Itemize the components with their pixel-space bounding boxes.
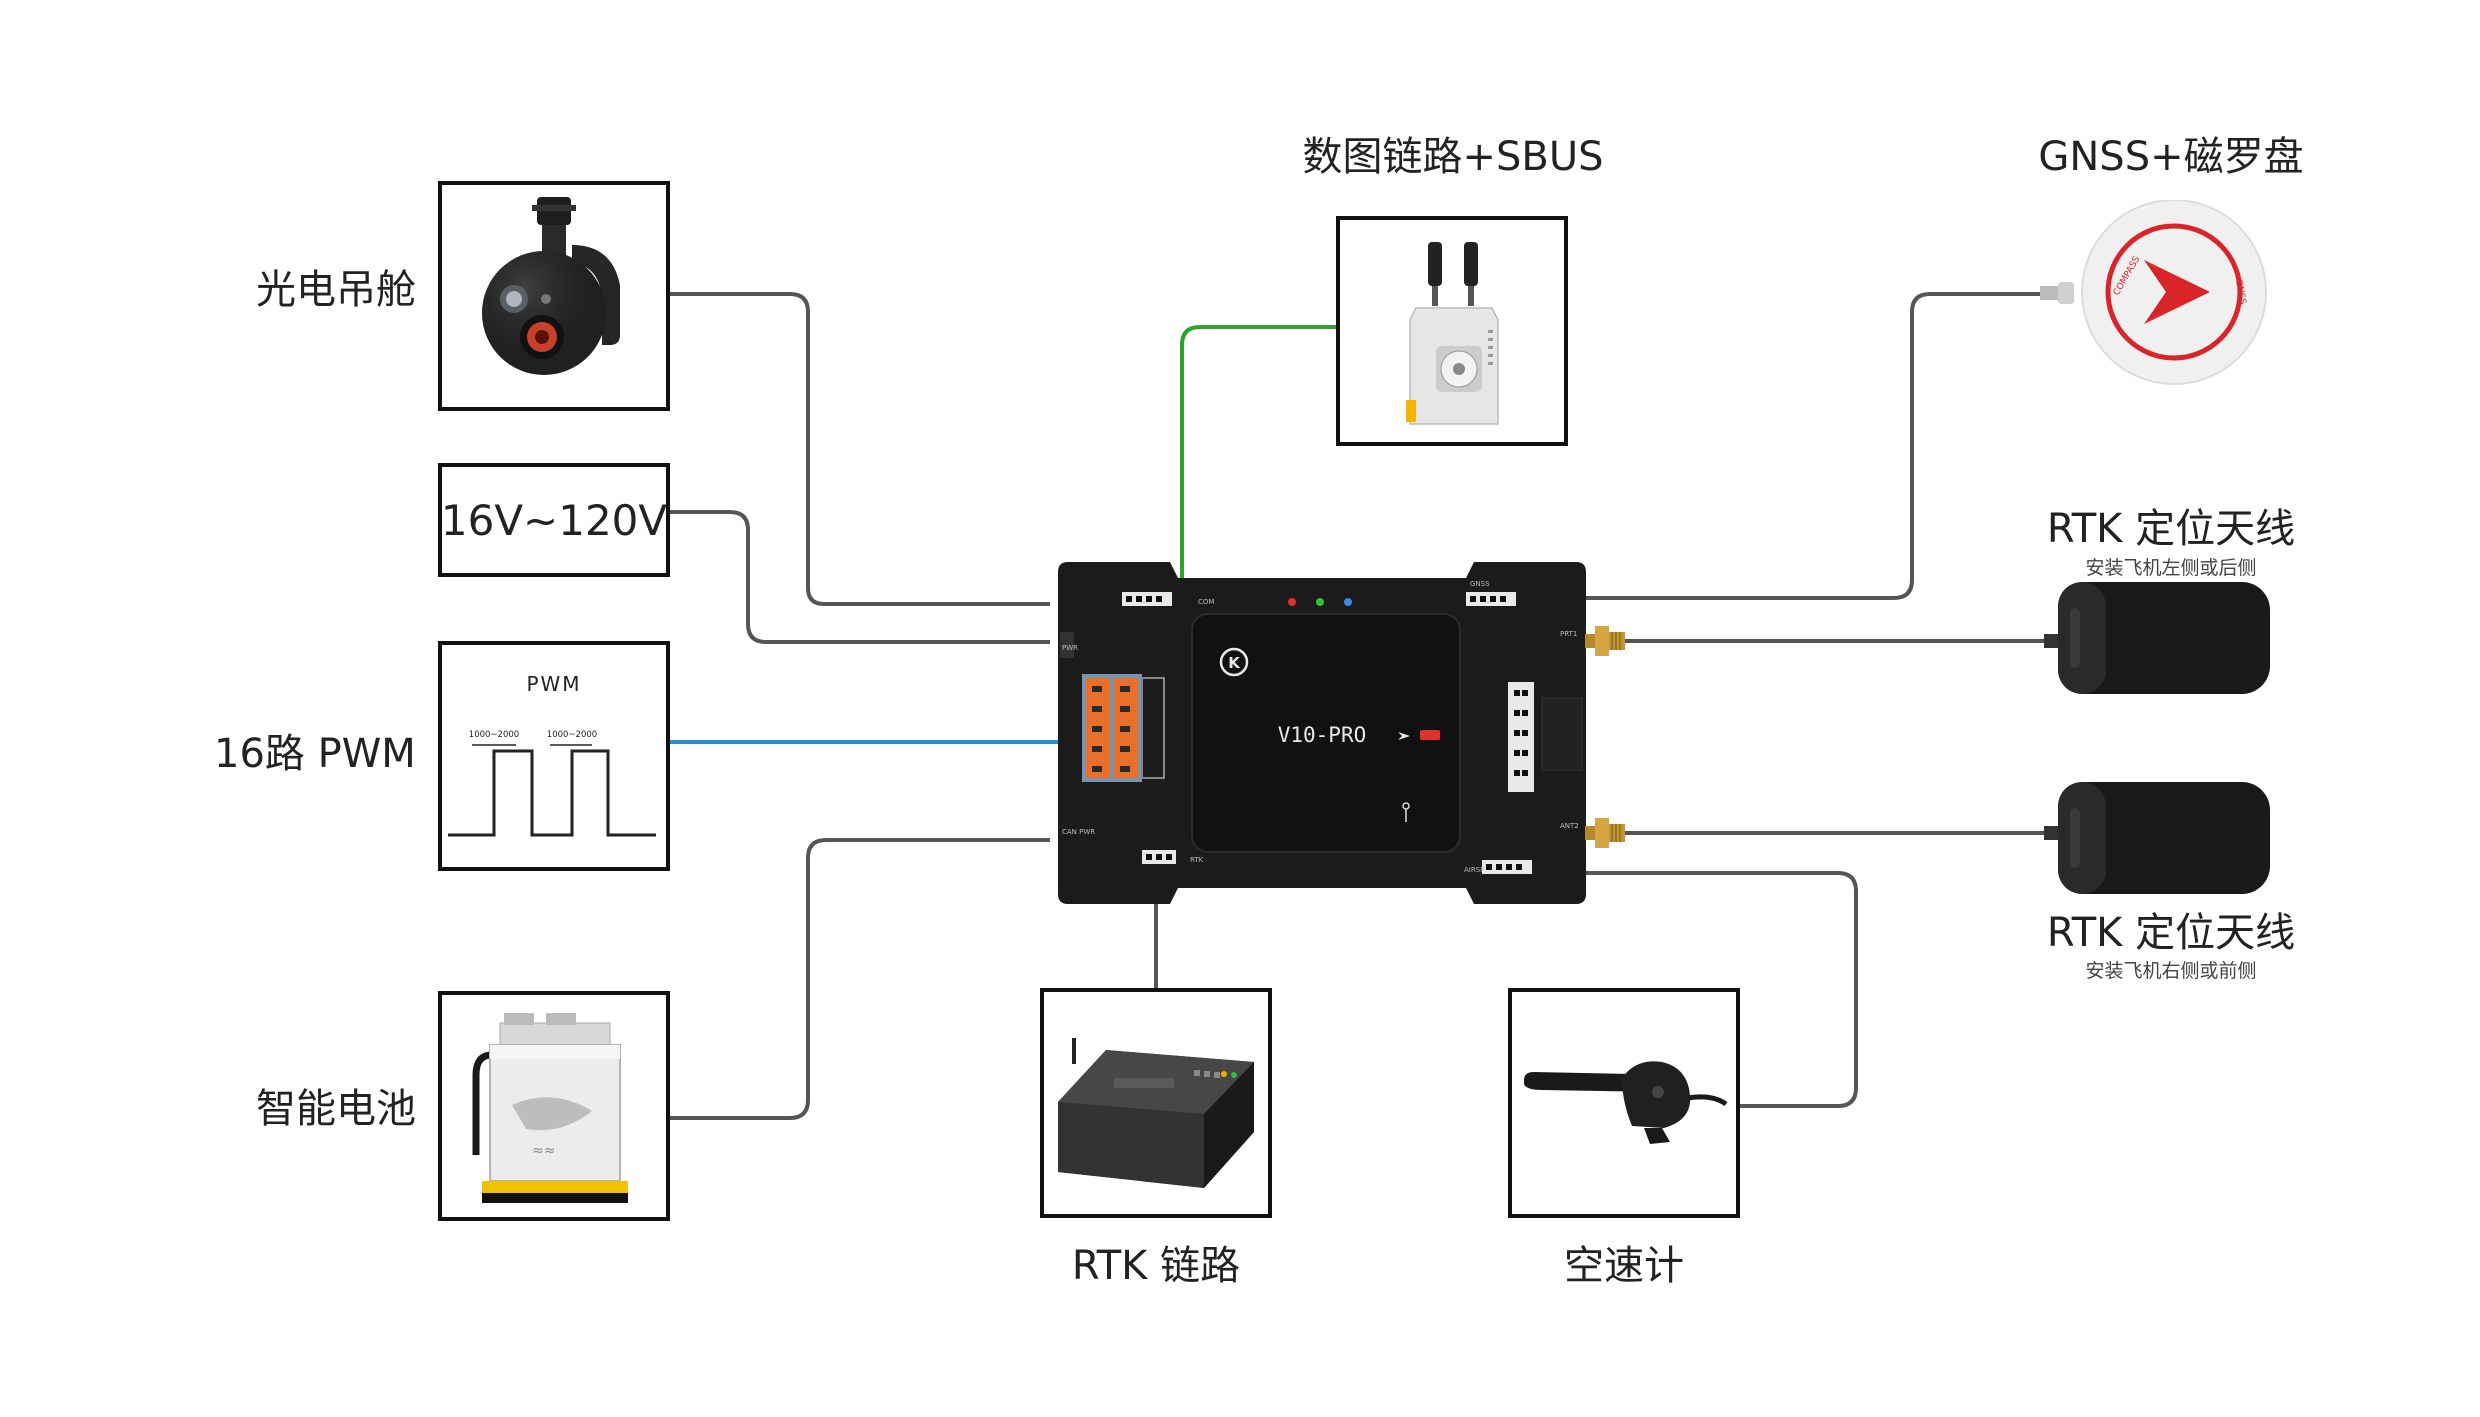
flight-controller-body: K V10-PRO COM PWR CAN PWR (1058, 562, 1586, 904)
port-label-rtk: RTK (1190, 856, 1204, 864)
rtk-link-box (1040, 988, 1272, 1218)
status-led-green (1316, 598, 1324, 606)
gimbal-camera-image (482, 197, 620, 375)
wire-airspeed (1560, 871, 1858, 1108)
rtk-antenna-1-label: RTK 定位天线 (2046, 506, 2296, 552)
port-label-pwr: PWR (1062, 644, 1078, 652)
compass-ring-text-right: GNSS (2233, 279, 2247, 306)
rtk-antenna-1-image (2044, 582, 2270, 694)
rtk-antenna-2-image (2044, 782, 2270, 894)
airspeed-box (1508, 988, 1740, 1218)
port-label-airsp: AIRSP (1464, 866, 1484, 874)
gimbal-box (438, 181, 670, 411)
datalink-label: 数图链路+SBUS (1302, 134, 1604, 180)
flight-controller: K V10-PRO COM PWR CAN PWR (1052, 556, 1592, 910)
pwm-label: 16路 PWM (214, 731, 416, 777)
port-label-gnss: GNSS (1470, 580, 1490, 588)
wire-battery (668, 838, 1050, 1120)
antenna-port-1 (1585, 626, 1625, 656)
rtk-antenna-2-note: 安装飞机右侧或前侧 (2085, 960, 2257, 982)
datalink-box (1336, 216, 1568, 446)
wire-gnss (1560, 292, 2055, 600)
rtk-link-module-image (1058, 1038, 1254, 1188)
battery-box: ≈≈ (438, 991, 670, 1221)
antenna-port-2 (1585, 818, 1625, 848)
pwm-waveform: PWM 1000~2000 1000~2000 (448, 672, 656, 837)
port-label-com: COM (1198, 598, 1214, 606)
controller-model: V10-PRO (1278, 723, 1367, 747)
svg-text:≈≈: ≈≈ (532, 1143, 555, 1159)
pwm-pulse-range-1: 1000~2000 (469, 730, 519, 740)
pwm-chart-title: PWM (526, 672, 581, 696)
airspeed-sensor-image (1524, 1061, 1728, 1144)
airspeed-label: 空速计 (1564, 1243, 1684, 1289)
port-label-ant2: ANT2 (1560, 822, 1579, 830)
rtk-antenna-1-note: 安装飞机左侧或后侧 (2085, 557, 2257, 579)
battery-label: 智能电池 (256, 1086, 416, 1132)
controller-logo: K (1228, 654, 1241, 672)
power-input-box: 16V~120V (438, 463, 670, 577)
pwm-pulse-range-2: 1000~2000 (547, 730, 597, 740)
gnss-compass-module: COMPASS GNSS (2040, 200, 2267, 385)
gnss-label: GNSS+磁罗盘 (2038, 134, 2304, 180)
voltage-range: 16V~120V (440, 495, 668, 545)
gimbal-label: 光电吊舱 (256, 267, 416, 313)
smart-battery-image: ≈≈ (472, 1013, 628, 1203)
port-label-can-pwr: CAN PWR (1062, 828, 1095, 836)
port-label-prt1: PRT1 (1560, 630, 1577, 638)
wire-gimbal (668, 292, 1050, 606)
status-led-red (1288, 598, 1296, 606)
status-led-blue (1344, 598, 1352, 606)
rtk-link-label: RTK 链路 (1071, 1243, 1241, 1289)
datalink-module-image (1406, 242, 1499, 425)
wire-datalink (1160, 325, 1336, 782)
pwm-box: PWM 1000~2000 1000~2000 (438, 641, 670, 871)
rtk-antenna-2-label: RTK 定位天线 (2046, 910, 2296, 956)
wire-power (668, 510, 1050, 644)
